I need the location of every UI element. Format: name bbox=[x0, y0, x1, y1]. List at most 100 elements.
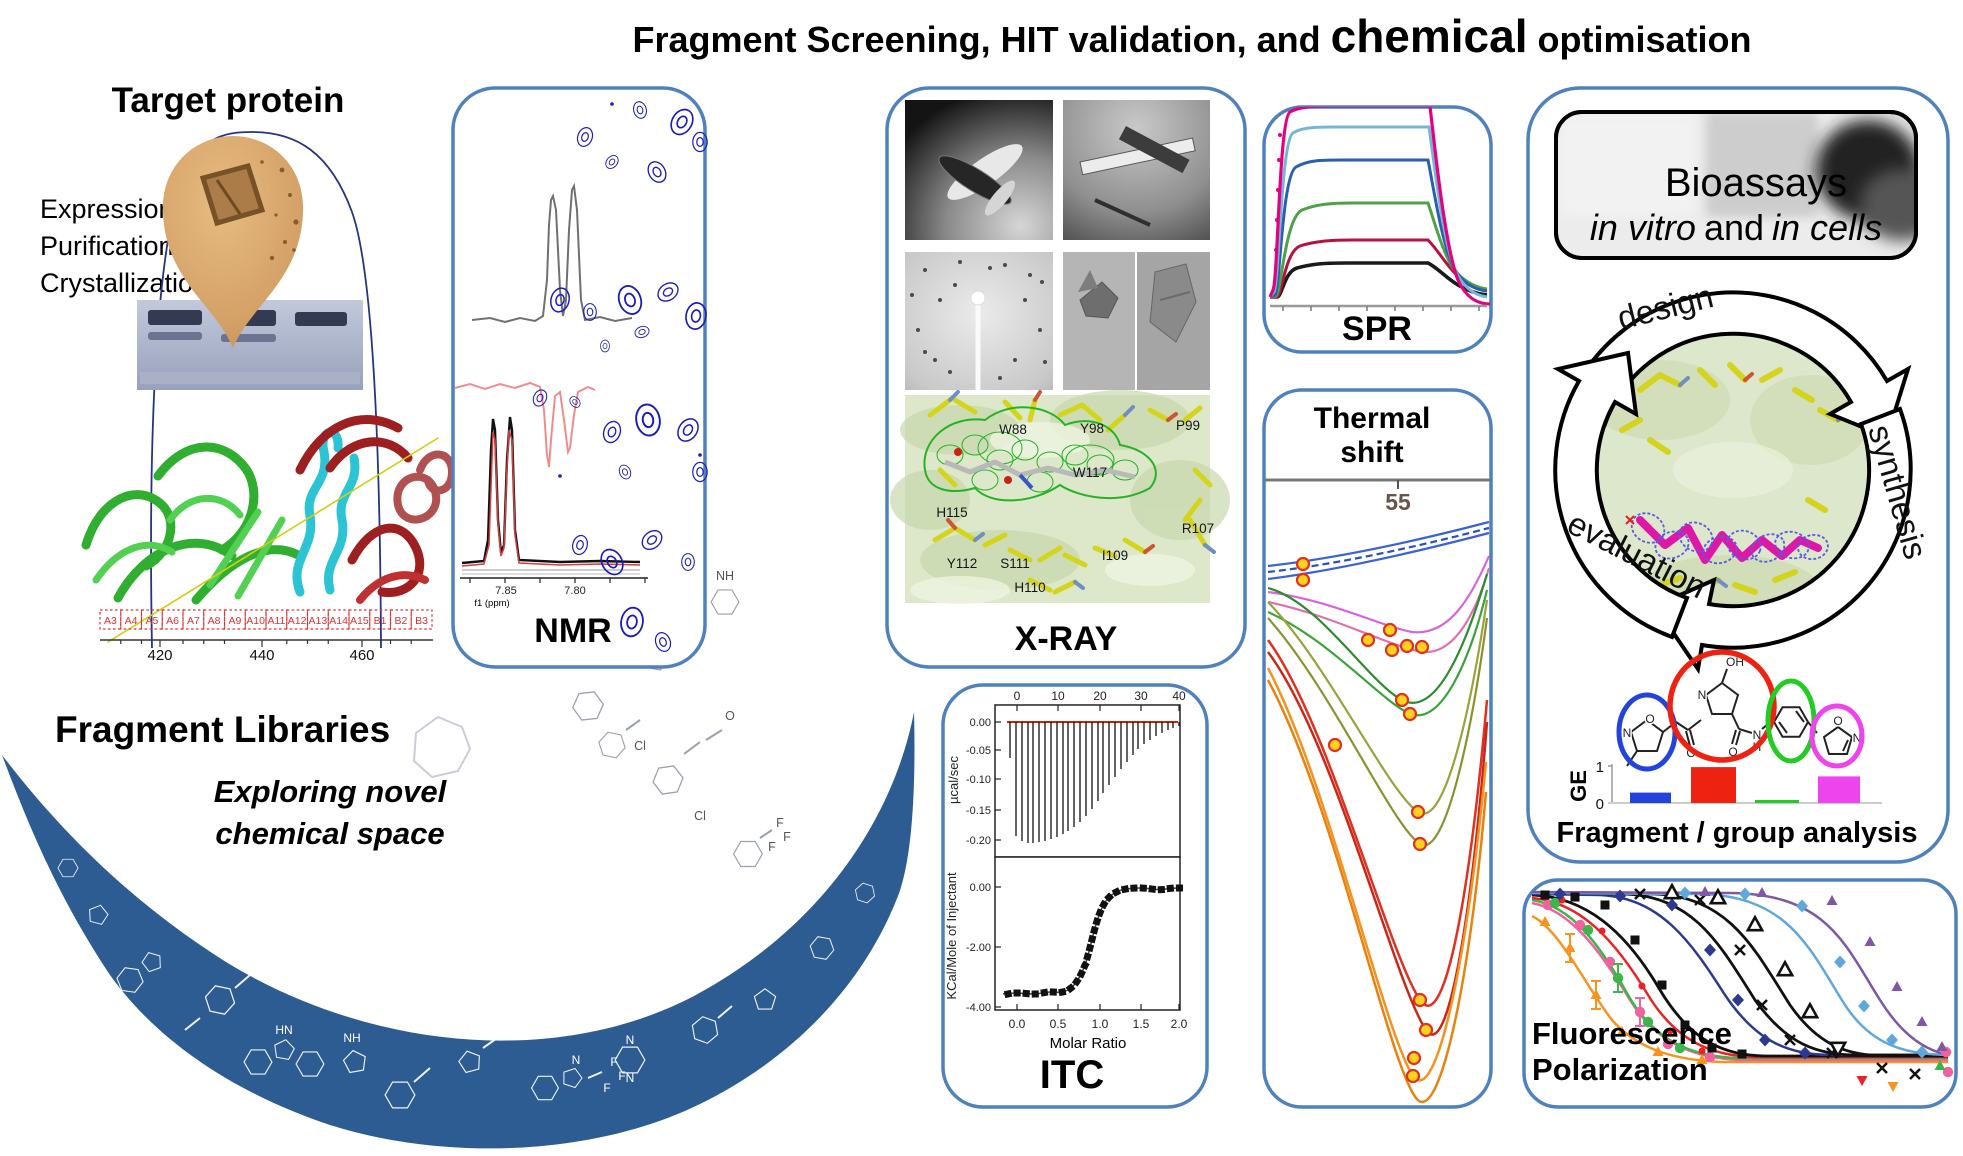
svg-text:F: F bbox=[610, 1055, 617, 1069]
thermal-title-line1: Thermal bbox=[1314, 402, 1431, 435]
tagline-line1: Exploring novel bbox=[214, 774, 448, 809]
nmr-xtick: 7.85 bbox=[495, 585, 516, 597]
fragment-structure-labels: O N O OH N O N H O N bbox=[1621, 654, 1863, 762]
crystal-photo-bottom-right bbox=[1063, 252, 1210, 390]
svg-text:N: N bbox=[626, 1033, 635, 1047]
svg-text:P99: P99 bbox=[1176, 418, 1200, 433]
nmr-xaxis-label: f1 (ppm) bbox=[474, 598, 509, 609]
svg-text:0.0: 0.0 bbox=[1009, 1017, 1026, 1031]
svg-text:N: N bbox=[1623, 726, 1632, 740]
thermal-temp-tick: 55 bbox=[1385, 489, 1411, 515]
well-label: A3 bbox=[104, 615, 117, 627]
thermal-title-line2: shift bbox=[1340, 436, 1403, 469]
diffraction-photo bbox=[905, 252, 1053, 390]
ligand-sticks bbox=[944, 448, 1136, 490]
drop-speckles bbox=[260, 160, 299, 261]
spr-sensorgram bbox=[1268, 107, 1491, 311]
itc-bottom-xticks: 0.0 0.5 1.0 1.5 2.0 bbox=[1009, 1017, 1188, 1031]
svg-text:N: N bbox=[572, 1053, 581, 1067]
well-label: B1 bbox=[374, 615, 387, 627]
ge-bar-isoxazole bbox=[1630, 792, 1671, 803]
svg-text:F: F bbox=[783, 830, 791, 844]
svg-text:0: 0 bbox=[1014, 689, 1021, 703]
residue-tick: 420 bbox=[147, 647, 172, 664]
svg-text:10: 10 bbox=[1051, 689, 1065, 703]
itc-top-yticks: 0.00 -0.05 -0.10 -0.15 -0.20 bbox=[966, 717, 991, 847]
itc-top-xticks: 0 10 20 30 40 bbox=[1014, 689, 1186, 703]
svg-text:-0.10: -0.10 bbox=[966, 774, 991, 786]
crystallization-drop-image bbox=[162, 136, 304, 348]
target-protein-section: Target protein Expression Purification C… bbox=[40, 81, 457, 664]
melting-curves bbox=[1266, 520, 1491, 1104]
fragment-structure: O N O OH N O N H O N bbox=[1616, 649, 1865, 772]
svg-text:-4.00: -4.00 bbox=[966, 1002, 991, 1014]
svg-text:0.5: 0.5 bbox=[1050, 1017, 1067, 1031]
svg-text:2.0: 2.0 bbox=[1171, 1017, 1188, 1031]
xray-panel: W88 Y98 P99 W117 H115 R107 Y112 S111 I10… bbox=[885, 86, 1247, 669]
cycle-arrows bbox=[1552, 290, 1913, 675]
well-label: A11 bbox=[267, 615, 285, 627]
svg-text:0.00: 0.00 bbox=[970, 717, 991, 729]
target-protein-heading: Target protein bbox=[112, 81, 345, 120]
fp-curves bbox=[1531, 883, 1954, 1092]
step-crystallization: Crystallization bbox=[40, 268, 208, 298]
svg-text:20: 20 bbox=[1093, 689, 1107, 703]
itc-thermogram-plot: 0 10 20 30 40 0.00 -0.05 -0.10 -0.15 -0.… bbox=[946, 689, 1186, 858]
svg-text:NH: NH bbox=[716, 569, 734, 583]
well-label: B3 bbox=[415, 615, 428, 627]
ge-bar-oxazole bbox=[1818, 776, 1860, 803]
xray-panel-label: X-RAY bbox=[1015, 620, 1118, 658]
svg-text:HN: HN bbox=[275, 1023, 292, 1037]
nmr-1d-bound: 7.85 7.80 f1 (ppm) bbox=[460, 416, 648, 609]
well-label: A10 bbox=[246, 615, 265, 627]
nmr-1d-difference bbox=[454, 381, 596, 468]
fragment-libraries-heading: Fragment Libraries bbox=[55, 709, 390, 750]
ge-ytick-bottom: 0 bbox=[1596, 796, 1604, 813]
well-label: B2 bbox=[394, 615, 407, 627]
svg-text:O: O bbox=[1833, 714, 1842, 728]
nmr-2d-contours bbox=[530, 99, 709, 655]
nmr-1d-reference bbox=[471, 182, 633, 324]
binding-isotherm-points bbox=[1003, 884, 1184, 999]
svg-text:F: F bbox=[618, 1069, 625, 1083]
spr-panel: SPR bbox=[1262, 105, 1493, 354]
svg-text:N: N bbox=[1753, 728, 1762, 742]
well-label: A13 bbox=[309, 615, 328, 627]
well-sequence-strip: A3 A4 A5 A6 A7 A8 A9 A10 A11 A12 A13 A14… bbox=[99, 609, 433, 664]
svg-text:Cl: Cl bbox=[634, 739, 646, 753]
svg-text:W117: W117 bbox=[1073, 465, 1107, 480]
ge-bar-phenyl bbox=[1755, 800, 1799, 803]
group-circles bbox=[1616, 649, 1865, 772]
design-cycle: design synthesis evaluation bbox=[1552, 277, 1935, 675]
svg-text:1.0: 1.0 bbox=[1092, 1017, 1109, 1031]
fragment-libraries-section: Fragment Libraries Exploring novel chemi… bbox=[2, 561, 915, 1149]
step-purification: Purification bbox=[40, 231, 174, 261]
svg-text:N: N bbox=[1698, 688, 1707, 702]
well-label: A12 bbox=[288, 615, 307, 627]
spr-panel-label: SPR bbox=[1342, 310, 1412, 348]
injection-spikes bbox=[1009, 722, 1180, 843]
svg-text:R107: R107 bbox=[1182, 521, 1214, 536]
ge-bar-pyrrolidine bbox=[1691, 767, 1736, 803]
svg-text:30: 30 bbox=[1134, 689, 1148, 703]
protein-ribbon-image bbox=[81, 415, 457, 643]
tm-markers bbox=[1295, 556, 1434, 1084]
svg-text:H110: H110 bbox=[1014, 580, 1045, 595]
electron-density-image: W88 Y98 P99 W117 H115 R107 Y112 S111 I10… bbox=[890, 390, 1230, 604]
white-structure-labels: HN N F F F N N NH bbox=[275, 1023, 634, 1095]
svg-text:1.5: 1.5 bbox=[1133, 1017, 1150, 1031]
bioassays-title: Bioassays bbox=[1665, 161, 1847, 205]
svg-text:W88: W88 bbox=[999, 422, 1027, 437]
nmr-panel-label: NMR bbox=[534, 612, 611, 650]
well-label: A14 bbox=[329, 615, 348, 627]
svg-text:-0.05: -0.05 bbox=[966, 745, 991, 757]
well-label: A7 bbox=[187, 615, 200, 627]
svg-text:-0.20: -0.20 bbox=[966, 835, 991, 847]
svg-text:Y112: Y112 bbox=[947, 556, 978, 571]
fp-label-line2: Polarization bbox=[1532, 1052, 1708, 1087]
